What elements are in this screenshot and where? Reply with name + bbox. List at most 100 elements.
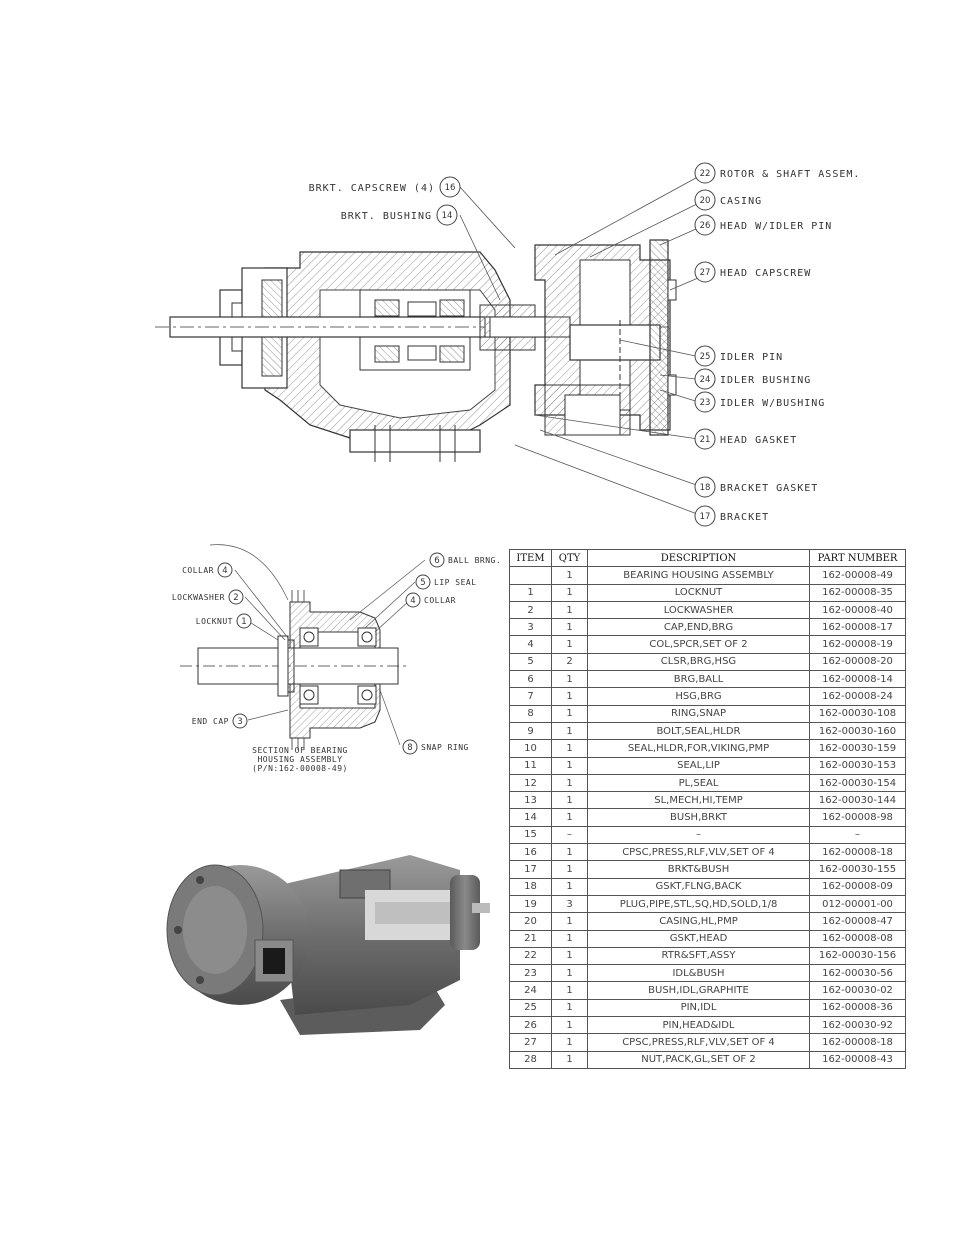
svg-text:23: 23 — [700, 398, 711, 408]
cell-item: 3 — [509, 618, 552, 637]
pump-section-drawing: 22 ROTOR & SHAFT ASSEM. 20 CASING 26 HEA… — [155, 162, 859, 527]
cell-item: 18 — [509, 877, 552, 896]
cell-qty: 1 — [551, 1050, 588, 1069]
header-part-number: PART NUMBER — [809, 548, 906, 568]
cell-qty: 1 — [551, 877, 588, 896]
cell-description: PIN,HEAD&IDL — [587, 1016, 810, 1035]
callout-24: 24 IDLER BUSHING — [694, 368, 810, 390]
svg-text:6: 6 — [434, 556, 439, 566]
cell-item: 4 — [509, 635, 552, 654]
cell-item: 7 — [509, 687, 552, 706]
cell-qty: – — [551, 825, 588, 845]
cell-item: 20 — [509, 912, 552, 931]
callout-14: 14 BRKT. BUSHING — [341, 204, 458, 226]
cell-qty: 2 — [551, 652, 588, 672]
cell-qty: 1 — [551, 566, 588, 585]
svg-text:COLLAR: COLLAR — [182, 566, 214, 575]
svg-text:LIP SEAL: LIP SEAL — [434, 578, 477, 587]
cell-description: SL,MECH,HI,TEMP — [587, 791, 810, 810]
cell-item: 12 — [509, 773, 552, 793]
cell-qty: 1 — [551, 1033, 588, 1052]
cell-part-number: 162-00008-47 — [809, 912, 906, 931]
cell-item: 21 — [509, 929, 552, 948]
cell-part-number: 162-00008-19 — [809, 635, 906, 654]
svg-text:LOCKWASHER: LOCKWASHER — [172, 593, 225, 602]
svg-text:END CAP: END CAP — [192, 717, 229, 726]
svg-text:HEAD GASKET: HEAD GASKET — [720, 435, 797, 446]
svg-text:16: 16 — [445, 183, 456, 193]
callout-23: 23 IDLER W/BUSHING — [694, 391, 825, 413]
cell-part-number: 162-00008-17 — [809, 618, 906, 637]
svg-text:(P/N:162-00008-49): (P/N:162-00008-49) — [252, 764, 348, 773]
cell-item: 27 — [509, 1033, 552, 1052]
cell-item: 23 — [509, 964, 552, 983]
cell-qty: 1 — [551, 635, 588, 654]
cell-part-number: 162-00008-24 — [809, 687, 906, 706]
cell-description: SEAL,LIP — [587, 756, 810, 775]
svg-text:IDLER W/BUSHING: IDLER W/BUSHING — [720, 398, 825, 409]
svg-text:HOUSING ASSEMBLY: HOUSING ASSEMBLY — [257, 755, 342, 764]
svg-text:22: 22 — [700, 169, 711, 179]
cell-item: 15 — [509, 825, 552, 845]
cell-part-number: 162-00008-49 — [809, 566, 906, 585]
svg-text:LOCKNUT: LOCKNUT — [196, 617, 233, 626]
callout-17: 17 BRACKET — [694, 505, 768, 527]
cell-qty: 1 — [551, 739, 588, 758]
svg-text:HEAD W/IDLER PIN: HEAD W/IDLER PIN — [720, 221, 832, 232]
svg-text:IDLER PIN: IDLER PIN — [720, 352, 783, 363]
cell-qty: 1 — [551, 998, 588, 1018]
svg-text:18: 18 — [700, 483, 711, 493]
cell-qty: 1 — [551, 618, 588, 637]
cell-item: 25 — [509, 998, 552, 1018]
cell-description: GSKT,HEAD — [587, 929, 810, 948]
cell-description: CASING,HL,PMP — [587, 912, 810, 931]
cell-description: GSKT,FLNG,BACK — [587, 877, 810, 896]
svg-text:24: 24 — [700, 375, 711, 385]
svg-text:20: 20 — [700, 196, 711, 206]
svg-text:1: 1 — [241, 617, 246, 627]
cell-item: 22 — [509, 946, 552, 966]
cell-part-number: 162-00030-108 — [809, 704, 906, 723]
bearing-callout-2-lockwasher: 2 LOCKWASHER — [172, 589, 244, 605]
callout-25: 25 IDLER PIN — [694, 345, 783, 367]
cell-item: 6 — [509, 670, 552, 689]
cell-item: 24 — [509, 981, 552, 1000]
cell-qty: 1 — [551, 583, 588, 602]
cell-description: CPSC,PRESS,RLF,VLV,SET OF 4 — [587, 843, 810, 862]
cell-qty: 1 — [551, 687, 588, 706]
cell-item: 17 — [509, 860, 552, 879]
cell-part-number: 162-00030-56 — [809, 964, 906, 983]
cell-description: BUSH,IDL,GRAPHITE — [587, 981, 810, 1000]
callout-22: 22 ROTOR & SHAFT ASSEM. — [694, 162, 859, 184]
cell-description: BRG,BALL — [587, 670, 810, 689]
cell-description: PL,SEAL — [587, 773, 810, 793]
cell-part-number: 162-00030-92 — [809, 1016, 906, 1035]
callout-16: 16 BRKT. CAPSCREW (4) — [309, 176, 461, 198]
cell-description: BUSH,BRKT — [587, 808, 810, 827]
cell-part-number: 162-00030-155 — [809, 860, 906, 879]
cell-item: 14 — [509, 808, 552, 827]
cell-item: 5 — [509, 652, 552, 672]
cell-qty: 1 — [551, 981, 588, 1000]
bearing-housing-drawing: 4 COLLAR 2 LOCKWASHER 1 LOCKNUT 3 END CA… — [172, 544, 500, 773]
cell-description: NUT,PACK,GL,SET OF 2 — [587, 1050, 810, 1069]
cell-description: LOCKWASHER — [587, 600, 810, 620]
svg-text:27: 27 — [700, 268, 711, 278]
cell-part-number: 162-00008-18 — [809, 843, 906, 862]
table-header-row: ITEM QTY DESCRIPTION PART NUMBER — [509, 548, 906, 568]
bearing-callout-1-locknut: 1 LOCKNUT — [196, 613, 252, 629]
cell-description: – — [587, 825, 810, 845]
cell-part-number: 162-00030-153 — [809, 756, 906, 775]
cell-part-number: 162-00008-14 — [809, 670, 906, 689]
cell-qty: 1 — [551, 964, 588, 983]
svg-text:SNAP RING: SNAP RING — [421, 743, 469, 752]
cell-description: CLSR,BRG,HSG — [587, 652, 810, 672]
